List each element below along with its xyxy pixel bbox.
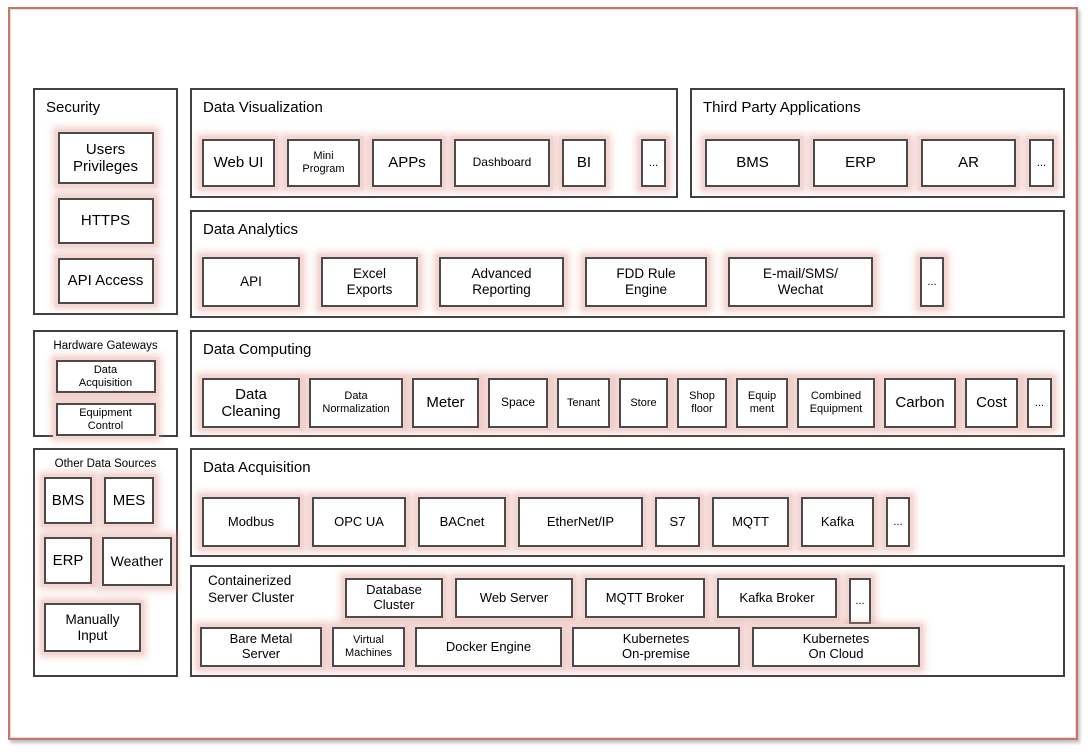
box-data-analytics-more: ...	[920, 257, 944, 307]
box-data-normalization: Data Normalization	[309, 378, 403, 428]
box-fdd-rule-engine: FDD Rule Engine	[585, 257, 707, 307]
box-kubernetes-on-premise: Kubernetes On-premise	[572, 627, 740, 667]
section-server-cluster: Containerized Server Cluster Database Cl…	[190, 565, 1065, 677]
box-https: HTTPS	[57, 198, 154, 244]
section-hardware-gateways: Hardware Gateways Data Acquisition Equip…	[33, 330, 178, 437]
section-title-data-computing: Data Computing	[203, 341, 312, 358]
section-title-security: Security	[46, 99, 101, 116]
box-mqtt: MQTT	[712, 497, 789, 547]
box-erp: ERP	[813, 139, 908, 187]
box-bms: BMS	[705, 139, 800, 187]
box-kafka-broker: Kafka Broker	[717, 578, 837, 618]
box-space: Space	[488, 378, 548, 428]
section-title-server-cluster: Containerized Server Cluster	[208, 573, 295, 605]
box-tenant: Tenant	[557, 378, 610, 428]
box-apps: APPs	[372, 139, 442, 187]
box-source-erp: ERP	[44, 537, 92, 584]
box-ethernet-ip: EtherNet/IP	[518, 497, 643, 547]
section-title-data-acquisition: Data Acquisition	[203, 459, 311, 476]
box-opc-ua: OPC UA	[312, 497, 406, 547]
box-meter: Meter	[412, 378, 479, 428]
box-dashboard: Dashboard	[454, 139, 550, 187]
box-mini-program: Mini Program	[287, 139, 360, 187]
box-store: Store	[619, 378, 668, 428]
box-combined-equipment: Combined Equipment	[797, 378, 875, 428]
section-other-data-sources: Other Data Sources BMS MES ERP Weather M…	[33, 448, 178, 677]
section-data-acquisition: Data Acquisition Modbus OPC UA BACnet Et…	[190, 448, 1065, 557]
box-email-sms-wechat: E-mail/SMS/ Wechat	[728, 257, 873, 307]
section-title-other-data-sources: Other Data Sources	[54, 458, 157, 470]
box-gateway-data-acquisition: Data Acquisition	[55, 360, 156, 393]
box-data-acquisition-more: ...	[886, 497, 910, 547]
box-web-ui: Web UI	[202, 139, 275, 187]
box-modbus: Modbus	[202, 497, 300, 547]
box-bi: BI	[562, 139, 606, 187]
box-kubernetes-on-cloud: Kubernetes On Cloud	[752, 627, 920, 667]
box-equipment-control: Equipment Control	[55, 403, 156, 436]
box-third-party-more: ...	[1029, 139, 1054, 187]
box-source-mes: MES	[104, 477, 154, 524]
box-docker-engine: Docker Engine	[415, 627, 562, 667]
box-excel-exports: Excel Exports	[321, 257, 418, 307]
box-data-cleaning: Data Cleaning	[202, 378, 300, 428]
box-advanced-reporting: Advanced Reporting	[439, 257, 564, 307]
section-title-data-analytics: Data Analytics	[203, 221, 299, 238]
box-s7: S7	[655, 497, 700, 547]
box-bacnet: BACnet	[418, 497, 506, 547]
box-equipment: Equip ment	[736, 378, 788, 428]
box-source-bms: BMS	[44, 477, 92, 524]
box-weather: Weather	[102, 537, 172, 586]
section-data-analytics: Data Analytics API Excel Exports Advance…	[190, 210, 1065, 318]
box-cost: Cost	[965, 378, 1018, 428]
section-third-party: Third Party Applications BMS ERP AR ...	[690, 88, 1065, 198]
box-carbon: Carbon	[884, 378, 956, 428]
box-web-server: Web Server	[455, 578, 573, 618]
section-title-data-visualization: Data Visualization	[203, 99, 323, 116]
section-title-third-party: Third Party Applications	[703, 99, 861, 116]
box-data-visualization-more: ...	[641, 139, 666, 187]
section-data-visualization: Data Visualization Web UI Mini Program A…	[190, 88, 678, 198]
box-cluster-more: ...	[849, 578, 871, 624]
box-kafka: Kafka	[801, 497, 874, 547]
box-bare-metal-server: Bare Metal Server	[200, 627, 322, 667]
box-manually-input: Manually Input	[44, 603, 141, 652]
box-database-cluster: Database Cluster	[345, 578, 443, 618]
box-api: API	[202, 257, 300, 307]
box-api-access: API Access	[57, 258, 154, 304]
section-data-computing: Data Computing Data Cleaning Data Normal…	[190, 330, 1065, 437]
box-ar: AR	[921, 139, 1016, 187]
box-users-privileges: Users Privileges	[57, 132, 154, 184]
box-shop-floor: Shop floor	[677, 378, 727, 428]
box-mqtt-broker: MQTT Broker	[585, 578, 705, 618]
box-data-computing-more: ...	[1027, 378, 1052, 428]
section-title-hardware-gateways: Hardware Gateways	[53, 340, 158, 352]
box-virtual-machines: Virtual Machines	[332, 627, 405, 667]
section-security: Security Users Privileges HTTPS API Acce…	[33, 88, 178, 315]
